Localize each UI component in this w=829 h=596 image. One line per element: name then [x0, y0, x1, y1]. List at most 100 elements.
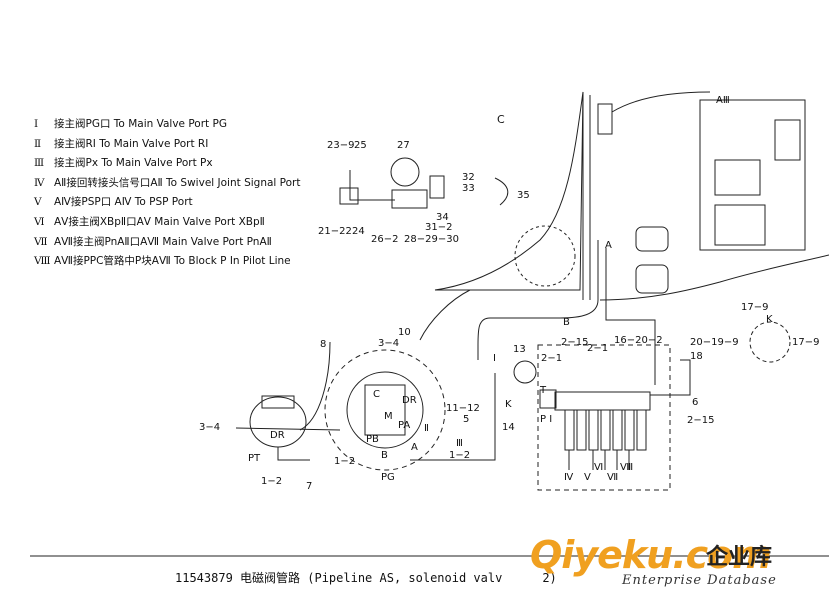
watermark-cn: 企业库	[706, 545, 773, 570]
watermark-logo: Qiyeku.com	[530, 533, 772, 577]
label-3-4-left: 3−4	[199, 422, 221, 433]
fitting-35	[494, 177, 509, 206]
legend-text: 接主阀Px To Main Valve Port Px	[54, 157, 213, 170]
label-27: 27	[397, 140, 410, 151]
label-16-20-2: 16−20−2	[614, 335, 663, 346]
label-pa: PA	[398, 420, 411, 431]
label-pg: PG	[381, 472, 395, 483]
legend-num: Ⅱ	[34, 137, 42, 150]
legend-num: Ⅰ	[34, 118, 39, 130]
legend-text: AⅤ接主阀XBpⅡ口AⅤ Main Valve Port XBpⅡ	[54, 215, 265, 228]
manifold-box	[537, 344, 671, 491]
small-block	[391, 189, 428, 209]
label-17-9-right: 17−9	[792, 337, 820, 348]
legend-row: Ⅳ AⅡ接回转接头信号口AⅡ To Swivel Joint Signal Por…	[34, 174, 300, 194]
legend-row: Ⅰ 接主阀PG口 To Main Valve Port PG	[34, 115, 300, 135]
small-valve	[429, 175, 445, 199]
valve-block-mid	[364, 384, 406, 436]
label-t: T	[540, 385, 547, 396]
label-pt: PT	[248, 453, 261, 464]
cartridge-leaders	[568, 450, 630, 470]
legend-row: Ⅱ 接主阀RⅠ To Main Valve Port RⅠ	[34, 135, 300, 155]
label-28-29-30: 28−29−30	[404, 234, 459, 245]
legend-text: 接主阀PG口 To Main Valve Port PG	[54, 118, 227, 130]
hose-b	[605, 248, 656, 385]
hose-3-4	[235, 427, 341, 431]
label-c-mid: C	[373, 389, 380, 400]
label-dr-mid: DR	[402, 395, 417, 406]
label-23-9: 23−9	[327, 140, 355, 151]
legend-text: AⅦ接PPC管路中P块AⅦ To Block P In Pilot Line	[54, 255, 291, 268]
label-1-2-left: 1−2	[261, 476, 283, 487]
label-2-15-top: 2−15	[561, 337, 589, 348]
label-dr-left: DR	[270, 430, 285, 441]
label-8: 8	[320, 339, 327, 350]
label-a: A	[605, 240, 612, 251]
body-curve	[599, 254, 829, 301]
legend-row: Ⅴ AⅣ接PSP口 AⅣ To PSP Port	[34, 193, 300, 213]
hose-14	[410, 373, 496, 461]
watermark: Qiyeku.com 企业库 Enterprise Database	[530, 533, 820, 593]
hose-13	[477, 240, 599, 360]
label-v: Ⅴ	[584, 472, 591, 483]
label-20-19-9: 20−19−9	[690, 337, 739, 348]
label-iv: Ⅳ	[564, 472, 574, 483]
label-viii: Ⅷ	[620, 462, 634, 473]
legend-text: 接主阀RⅠ To Main Valve Port RⅠ	[54, 137, 209, 150]
label-p-i: P Ⅰ	[540, 414, 553, 425]
hose-a3	[611, 91, 711, 113]
label-a-small: A	[411, 442, 418, 453]
label-25: 25	[354, 140, 367, 151]
legend-row: Ⅲ 接主阀Px To Main Valve Port Px	[34, 154, 300, 174]
hose-10	[419, 289, 471, 341]
label-ii: Ⅱ	[424, 423, 429, 434]
label-b: B	[563, 317, 570, 328]
label-32: 32	[462, 172, 475, 183]
main-valve-block	[699, 99, 806, 251]
label-k-right: K	[766, 314, 773, 325]
component-17-9	[749, 321, 791, 363]
solenoid-cartridges	[564, 409, 647, 451]
label-10: 10	[398, 327, 411, 338]
label-14: 14	[502, 422, 515, 433]
filter-k	[539, 389, 557, 409]
swing-motor	[324, 349, 446, 471]
legend: Ⅰ 接主阀PG口 To Main Valve Port PG Ⅱ 接主阀RⅠ To …	[34, 115, 300, 272]
left-acc-cap	[261, 395, 295, 409]
legend-num: Ⅶ	[34, 235, 48, 248]
small-fitting	[339, 187, 359, 205]
legend-num: Ⅴ	[34, 196, 42, 209]
label-vii: Ⅶ	[607, 472, 619, 483]
legend-num: Ⅲ	[34, 157, 45, 170]
legend-num: Ⅳ	[34, 176, 45, 189]
legend-row: Ⅶ AⅦ接主阀PnAⅡ口AⅦ Main Valve Port PnAⅡ	[34, 233, 300, 253]
label-1-2-mid: 1−2	[334, 456, 356, 467]
legend-text: AⅣ接PSP口 AⅣ To PSP Port	[54, 196, 193, 209]
label-21-22: 21−22	[318, 226, 352, 237]
label-iii: Ⅲ	[456, 438, 463, 449]
label-a3: AⅢ	[716, 95, 730, 106]
label-c-top: C	[497, 113, 505, 126]
label-33: 33	[462, 183, 475, 194]
frame-plate	[434, 91, 584, 291]
label-11-12: 11−12	[446, 403, 480, 414]
label-18: 18	[690, 351, 703, 362]
label-7: 7	[306, 481, 313, 492]
figure-caption: 11543879 电磁阀管路 (Pipeline AS, solenoid va…	[175, 569, 557, 586]
caption-tail: 2)	[542, 571, 557, 585]
watermark-en: Enterprise Database	[622, 573, 777, 588]
label-2-15-right: 2−15	[687, 415, 715, 426]
label-34: 34	[436, 212, 449, 223]
label-6: 6	[692, 397, 699, 408]
port-fitting-2	[635, 264, 669, 294]
legend-num: Ⅵ	[34, 215, 45, 228]
legend-text: AⅡ接回转接头信号口AⅡ To Swivel Joint Signal Port	[54, 176, 301, 189]
label-b-small: B	[381, 450, 388, 461]
caption-text: 11543879 电磁阀管路 (Pipeline AS, solenoid va…	[175, 571, 503, 585]
label-17-9-top: 17−9	[741, 302, 769, 313]
manifold-bar	[554, 391, 651, 411]
legend-text: AⅦ接主阀PnAⅡ口AⅦ Main Valve Port PnAⅡ	[54, 235, 272, 248]
left-outlet	[277, 447, 310, 461]
